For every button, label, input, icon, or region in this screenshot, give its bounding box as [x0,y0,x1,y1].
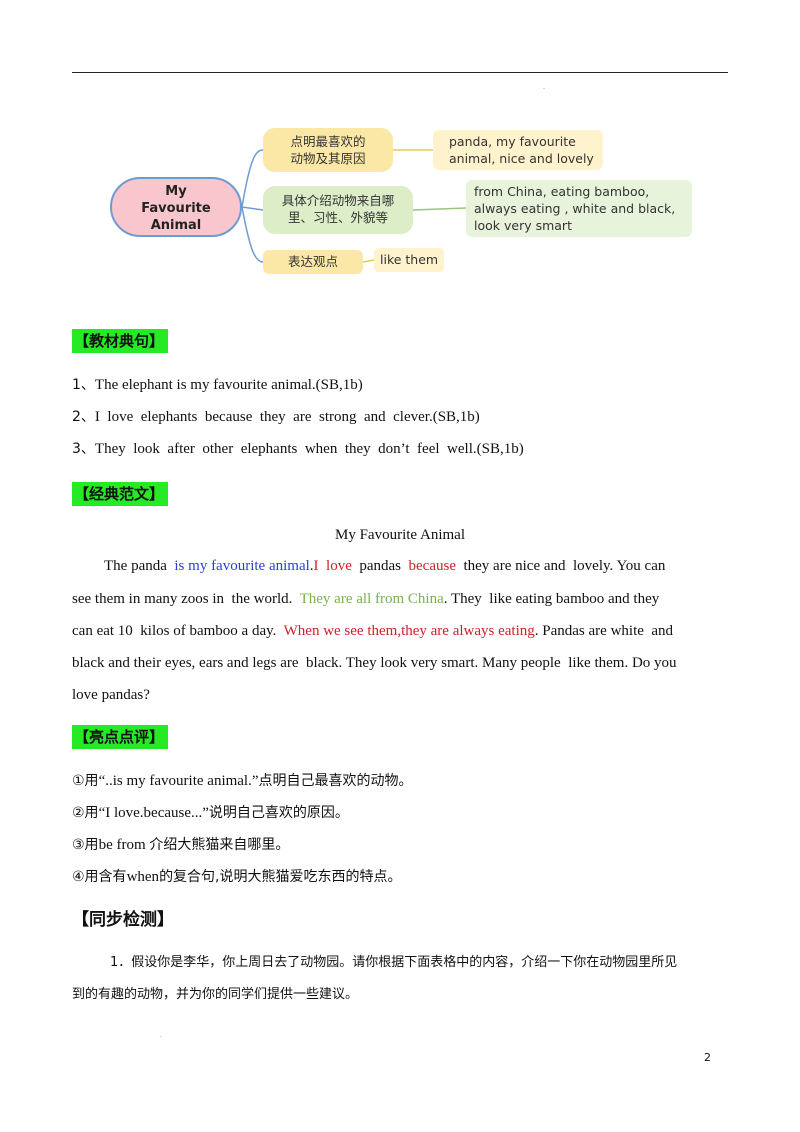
question-line: 到的有趣的动物，并为你的同学们提供一些建议。 [72,987,359,1002]
leaf-text: look very smart [474,218,572,233]
sentence-line: 1、The elephant is my favourite animal.(S… [72,375,728,395]
branch-text: 点明最喜欢的 [290,134,366,149]
essay-text: . [309,558,314,574]
point-text: ③用 [72,837,99,853]
root-node: My Favourite Animal [110,177,242,237]
section-heading-practice: 【同步检测】 [72,910,174,930]
essay-line: black and their eyes, ears and legs are … [72,655,677,671]
mind-map: My Favourite Animal 点明最喜欢的 动物及其原因 panda,… [100,120,700,280]
leaf-text: always eating , white and black, [474,201,676,216]
point-text: 的复合句,说明大熊猫爱吃东西的特点。 [159,869,402,885]
sentence-text: I love elephants because they are strong… [94,409,480,425]
stray-dot: . [160,1030,162,1039]
section-heading-highlights: 【亮点点评】 [72,725,169,749]
highlight-point: ②用“I love.because...”说明自己喜欢的原因。 [72,803,728,823]
essay-text: . They like eating bamboo and they [443,591,660,607]
point-text: ①用 [72,773,99,789]
essay-text: can eat 10 kilos of bamboo a day. [72,623,284,639]
point-text: “I love.because...” [98,805,209,821]
highlight-point: ④用含有when的复合句,说明大熊猫爱吃东西的特点。 [72,867,728,887]
highlight-green: They are all from China [299,591,444,607]
branch-details: 具体介绍动物来自哪 里、习性、外貌等 [263,186,413,234]
highlight-blue: is my favourite animal [174,558,310,574]
highlight-red: I love [313,558,352,574]
essay-line: The panda is my favourite animal.I love … [104,556,665,576]
leaf-text: from China, eating bamboo, [474,184,650,199]
stray-dot: . [543,82,545,91]
section-heading-textbook: 【教材典句】 [72,329,169,353]
essay-line: can eat 10 kilos of bamboo a day. When w… [72,621,673,641]
point-text: 介绍大熊猫来自哪里。 [149,837,290,853]
page-number: 2 [704,1051,711,1064]
branch-text: 里、习性、外貌等 [287,210,388,225]
leaf-reason: panda, my favourite animal, nice and lov… [433,130,603,170]
mind-map-connectors [241,149,467,263]
essay-text: they are nice and lovely. You can [455,558,666,574]
sentence-line: 2、I love elephants because they are stro… [72,407,728,427]
essay-line: love pandas? [72,687,150,703]
root-line: Favourite [141,201,211,216]
essay-text: pandas [351,558,409,574]
essay-line: see them in many zoos in the world. They… [72,589,659,609]
leaf-details: from China, eating bamboo, always eating… [466,180,692,237]
leaf-text: animal, nice and lovely [449,151,594,166]
root-line: My [165,184,187,199]
point-text: 点明自己最喜欢的动物。 [258,773,413,789]
branch-text: 具体介绍动物来自哪 [281,193,395,208]
sentence-line: 3、They look after other elephants when t… [72,439,728,459]
sentence-text: The elephant is my favourite animal.(SB,… [94,377,363,393]
point-text: ②用 [72,805,99,821]
point-text: ④用含有 [72,869,127,885]
sentence-number: 2、 [72,409,95,425]
point-text: be from [98,837,150,853]
essay-title: My Favourite Animal [335,527,465,543]
essay-text: The panda [104,558,175,574]
point-text: “..is my favourite animal.” [98,773,259,789]
root-line: Animal [150,218,202,233]
point-text: 说明自己喜欢的原因。 [208,805,349,821]
highlight-point: ③用be from 介绍大熊猫来自哪里。 [72,835,728,855]
question-line: 1．假设你是李华，你上周日去了动物园。请你根据下面表格中的内容，介绍一下你在动物… [110,955,678,970]
sentence-text: They look after other elephants when the… [94,441,524,457]
highlight-red: because [408,558,456,574]
point-text: when [126,869,160,885]
essay-text: see them in many zoos in the world. [72,591,300,607]
leaf-opinion: like them [374,248,444,272]
branch-opinion: 表达观点 [263,250,363,274]
essay-text: . Pandas are white and [534,623,674,639]
section-heading-model-essay: 【经典范文】 [72,482,169,506]
sentence-number: 1、 [72,377,95,393]
sentence-number: 3、 [72,441,95,457]
branch-reason: 点明最喜欢的 动物及其原因 [263,128,393,172]
highlight-point: ①用“..is my favourite animal.”点明自己最喜欢的动物。 [72,771,728,791]
leaf-text: panda, my favourite [449,134,576,149]
header-rule [72,72,728,73]
branch-text: 动物及其原因 [290,151,366,166]
highlight-red: When we see them,they are always eating [283,623,535,639]
